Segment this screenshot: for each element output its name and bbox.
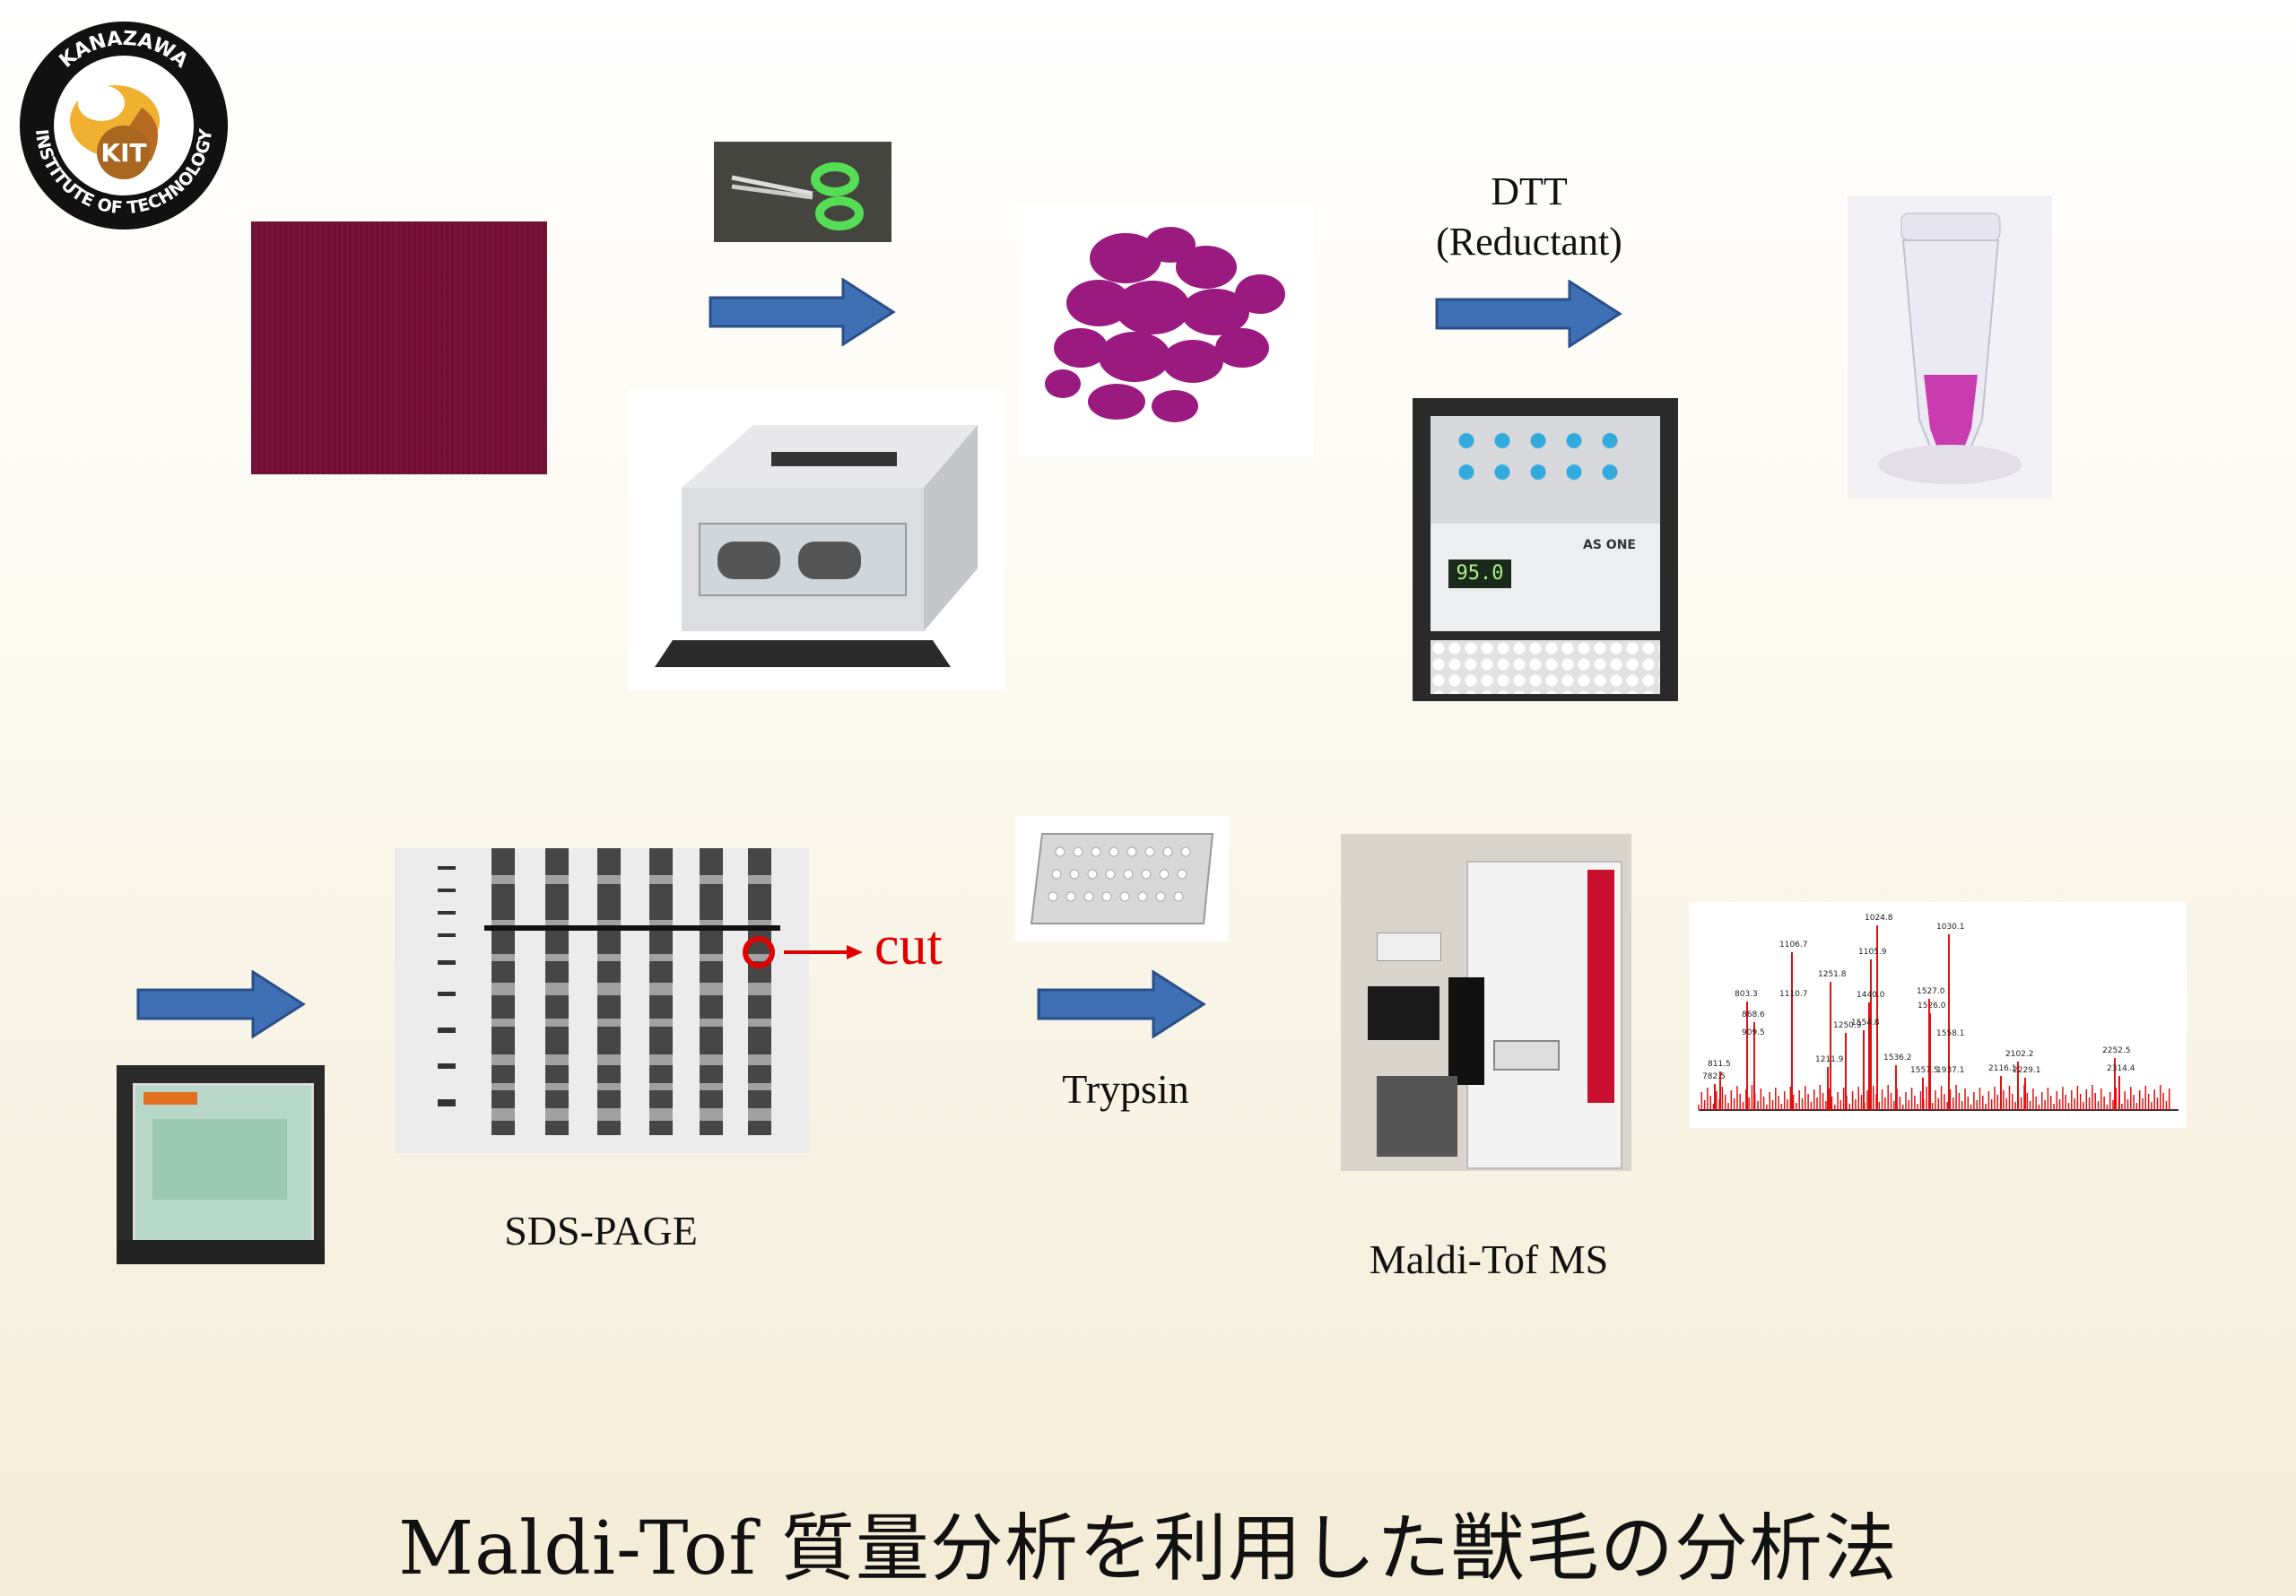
process-arrow-1: [709, 278, 897, 346]
process-arrow-3: [136, 970, 307, 1038]
dtt-label: DTT: [1491, 169, 1568, 213]
spectrum-peak-label: 2102.2: [2005, 1050, 2034, 1059]
spectrum-peak-label: 1527.0: [1917, 987, 1945, 996]
spectrum-peak-label: 2314.4: [2107, 1064, 2135, 1073]
spectrum-peak-label: 811.5: [1708, 1060, 1731, 1069]
spectrum-peak-label: 1557.5: [1910, 1066, 1939, 1075]
spectrum-peak-label: 1937.1: [1936, 1066, 1965, 1075]
cut-marker: [741, 932, 866, 972]
logo-badge: KIT: [100, 138, 146, 168]
spectrum-peak-label: 1106.7: [1779, 941, 1808, 950]
electrophoresis-tank-image: [117, 1065, 325, 1264]
fabric-swatch-image: [251, 221, 547, 474]
mass-spectrum-image: 1024.8 1030.1 1106.7 1105.9 1110.7 1251.8 1440…: [1690, 902, 2187, 1128]
spectrum-peak-label: 1211.9: [1815, 1055, 1844, 1064]
spectrum-peak-label: 1440.0: [1857, 991, 1885, 1000]
well-plate-image: [1015, 816, 1229, 941]
spectrum-peak-label: 1526.0: [1918, 1002, 1946, 1011]
spectrum-peak-label: 1536.2: [1883, 1054, 1912, 1063]
spectrum-peak-label: 2252.5: [2102, 1046, 2131, 1055]
fiber-clumps-image: [1018, 204, 1314, 457]
maldi-tof-instrument-image: [1341, 834, 1631, 1171]
spectrum-peak-label: 1024.8: [1865, 914, 1893, 923]
spectrum-peak-label: 1554.8: [1851, 1019, 1880, 1028]
spectrum-peak-label: 1030.1: [1936, 923, 1965, 932]
process-arrow-2: [1435, 280, 1623, 348]
process-arrow-4: [1037, 970, 1207, 1038]
spectrum-peak-label: 1105.9: [1858, 948, 1887, 957]
kit-logo: KANAZAWA INSTITUTE OF TECHNOLOGY KIT: [16, 18, 231, 233]
page-title: Maldi-Tof 質量分析を利用した獣毛の分析法: [398, 1506, 1898, 1592]
heat-block-display: 95.0: [1448, 559, 1511, 588]
spectrum-peak-label: 1250.9: [1833, 1021, 1862, 1030]
spectrum-peak-label: 909.5: [1742, 1028, 1765, 1037]
heat-block-image: 95.0 AS ONE: [1413, 398, 1678, 701]
sds-page-label: SDS-PAGE: [504, 1208, 698, 1253]
scissors-image: [714, 142, 891, 242]
trypsin-label: Trypsin: [1062, 1066, 1189, 1112]
spectrum-peak-label: 1110.7: [1779, 990, 1808, 999]
mass-spectrum-plot: 1024.8 1030.1 1106.7 1105.9 1110.7 1251.8 1440…: [1698, 914, 2179, 1111]
cut-label: cut: [874, 915, 943, 976]
spectrum-peak-label: 2116.1: [1988, 1064, 2017, 1073]
cutting-mill-image: [628, 389, 1004, 690]
spectrum-peak-label: 2229.1: [2013, 1066, 2041, 1075]
spectrum-peak-label: 1251.8: [1818, 970, 1847, 979]
sds-page-gel-image: [395, 848, 809, 1153]
maldi-tof-ms-label: Maldi-Tof MS: [1369, 1236, 1609, 1282]
spectrum-peak-label: 782.5: [1702, 1072, 1726, 1081]
spectrum-peak-label: 1558.1: [1936, 1029, 1965, 1038]
microtube-image: [1848, 195, 2052, 499]
spectrum-peak-label: 803.3: [1735, 990, 1758, 999]
reductant-label: (Reductant): [1436, 220, 1622, 264]
spectrum-peak-label: 868.6: [1742, 1011, 1765, 1019]
heat-block-brand: AS ONE: [1583, 538, 1636, 552]
